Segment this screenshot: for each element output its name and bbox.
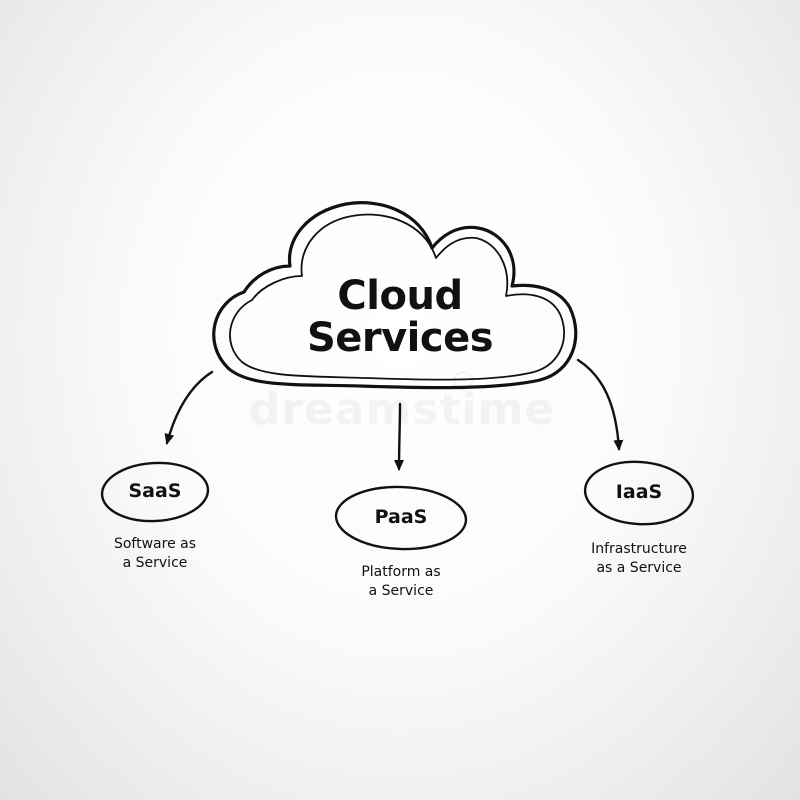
edge-cloud-to-saas	[164, 370, 214, 445]
paas-label: PaaS	[374, 506, 428, 528]
paas-description: Platform as a Service	[316, 563, 486, 601]
paas-description-line1: Platform as	[361, 564, 441, 580]
iaas-description-line1: Infrastructure	[591, 541, 687, 557]
iaas-description-line2: as a Service	[596, 560, 682, 576]
watermark: dreamstime	[249, 371, 556, 435]
saas-description-line1: Software as	[113, 536, 197, 552]
saas-ellipse	[100, 461, 210, 523]
paas-description-line2: a Service	[368, 583, 434, 599]
cloud-title-line1: Cloud	[337, 273, 463, 319]
cloud-title-line2: Services	[306, 315, 494, 361]
edge-cloud-to-paas	[394, 402, 405, 471]
iaas-description: Infrastructure as a Service	[549, 540, 729, 578]
paas-ellipse	[334, 485, 468, 551]
iaas-ellipse	[583, 460, 695, 526]
svg-text:dreamstime: dreamstime	[249, 384, 556, 435]
saas-description-line2: a Service	[122, 555, 188, 571]
saas-label: SaaS	[128, 480, 182, 502]
edge-cloud-to-iaas	[576, 358, 624, 451]
saas-description: Software as a Service	[75, 535, 235, 573]
cloud-shape	[212, 201, 578, 390]
iaas-label: IaaS	[615, 481, 663, 503]
